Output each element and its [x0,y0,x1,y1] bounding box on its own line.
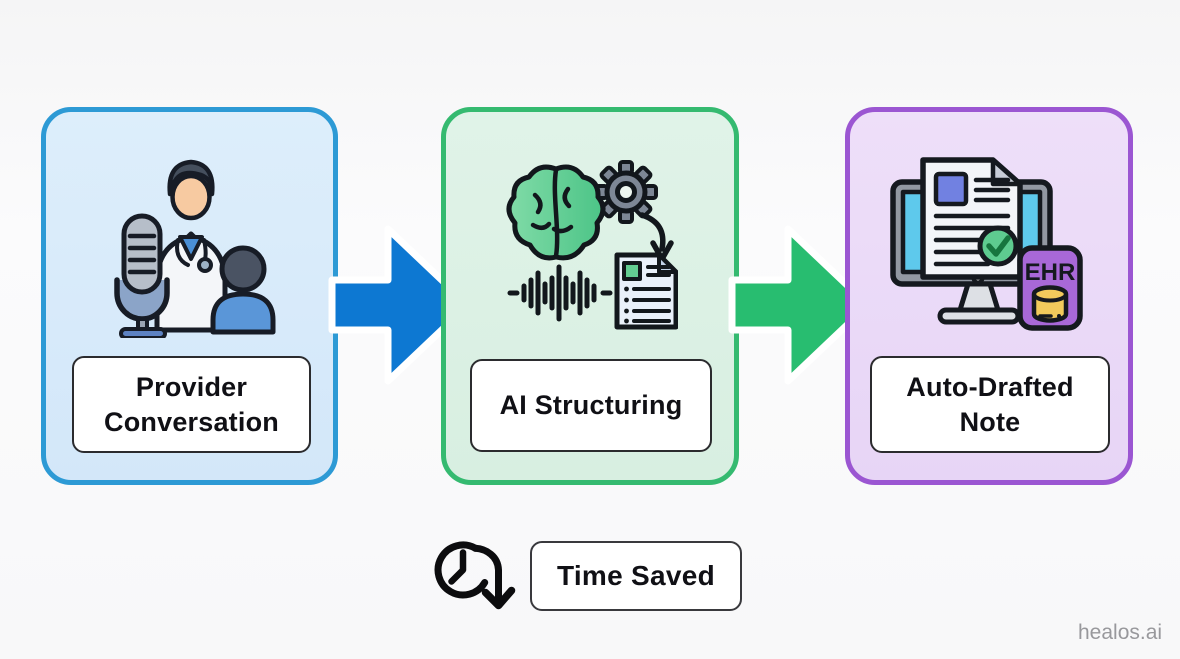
ehr-badge-label: EHR [1025,259,1076,286]
doctor-figure [154,159,228,333]
arrow-right-icon [728,225,872,385]
database-icon [1031,285,1069,323]
step-label-text: Auto-Drafted Note [906,371,1074,437]
monitor-note-ehr-icon: EHR [890,157,1083,331]
clock-arrow-down-icon [434,541,516,610]
brain-gear-waveform-document-icon [506,160,678,330]
structured-document-icon [614,252,678,330]
step-label-text: AI Structuring [499,390,683,421]
step-label-ai-structuring: AI Structuring [470,359,712,452]
doctor-patient-microphone-icon [114,159,276,338]
time-saved-text: Time Saved [556,560,716,591]
check-icon [977,225,1019,267]
ehr-badge: EHR [1017,245,1083,331]
step-label-auto-drafted-note: Auto-Drafted Note [870,356,1110,453]
arrow-right-icon [328,225,472,385]
time-saved-label-box: Time Saved [530,541,742,611]
microphone-icon [114,213,170,338]
step-label-provider-conversation: Provider Conversation [72,356,311,453]
brand-watermark: healos.ai [1078,621,1163,644]
brain-icon [506,164,606,261]
patient-figure [210,245,276,335]
step-label-text: Provider Conversation [104,371,279,437]
audio-waveform-icon [507,264,613,322]
curved-arrow-icon [639,212,674,262]
